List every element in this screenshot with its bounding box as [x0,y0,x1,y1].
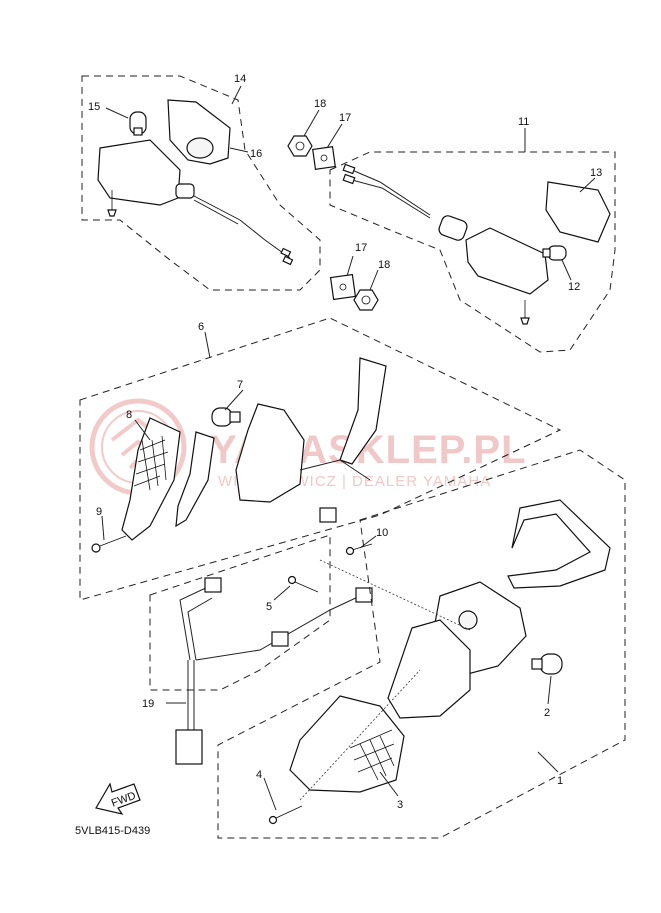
callout-10: 10 [376,527,388,539]
callout-1: 1 [557,775,563,787]
callout-18-upper: 18 [314,98,326,110]
callout-12: 12 [568,281,580,293]
callout-15: 15 [88,101,100,113]
callout-18-lower: 18 [378,259,390,271]
callout-17-lower: 17 [355,242,367,254]
mount-hardware-upper: 18 17 [287,98,351,170]
flasher-assembly-14: 14 15 16 [81,73,321,291]
callout-19: 19 [142,698,154,710]
callout-7: 7 [237,379,243,391]
flasher-assembly-6: 6 7 8 9 10 [79,317,562,601]
fwd-arrow-icon: FWD [95,782,141,815]
callout-5: 5 [266,601,272,613]
flasher-assembly-1: 2 3 4 1 [217,449,626,839]
callout-6: 6 [198,321,204,333]
callout-8: 8 [126,409,132,421]
screw-5: 5 [266,575,319,613]
callout-9: 9 [96,506,102,518]
callout-17-upper: 17 [339,112,351,124]
wiring-harness-19: 19 [142,534,373,765]
mount-hardware-left: 18 17 [329,242,390,311]
flasher-assembly-11: 11 13 12 [329,116,616,353]
callout-3: 3 [397,799,403,811]
callout-16: 16 [250,148,262,160]
callout-11: 11 [518,116,529,128]
callout-4: 4 [256,769,262,781]
callout-14: 14 [234,73,246,85]
callout-13: 13 [590,167,602,179]
diagram-code: 5VLB415-D439 [75,825,150,837]
callout-2: 2 [544,707,550,719]
